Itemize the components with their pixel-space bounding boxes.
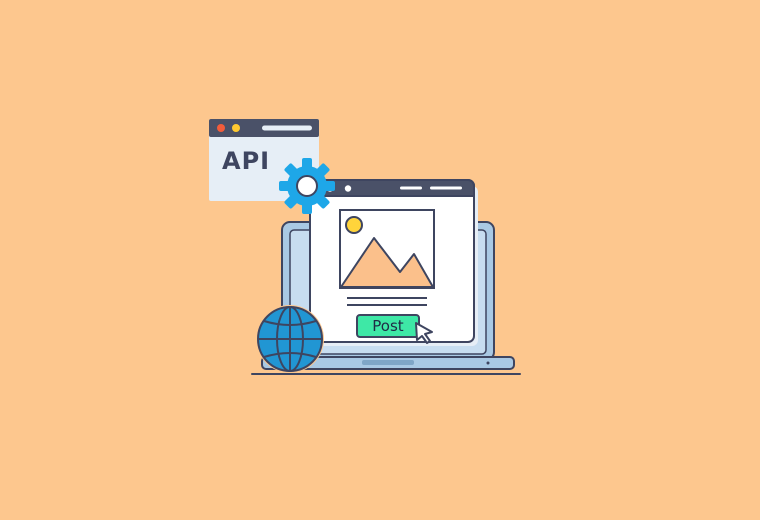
gear-icon <box>279 158 335 214</box>
api-dot-red <box>217 124 225 132</box>
globe-icon <box>256 305 324 373</box>
sun-icon <box>345 216 363 234</box>
post-button[interactable]: Post <box>356 314 420 338</box>
laptop-notch <box>362 360 414 365</box>
mountain-icon <box>340 237 434 288</box>
text-line-2 <box>347 304 427 306</box>
browser-dot-2 <box>344 185 352 192</box>
laptop-status-dot <box>486 361 490 365</box>
api-title-line <box>262 125 312 131</box>
api-dot-yellow <box>232 124 240 132</box>
browser-window: Post <box>309 179 478 346</box>
api-window-label: API <box>222 147 270 175</box>
text-line-1 <box>347 297 427 299</box>
browser-bar-line-1 <box>400 186 422 190</box>
post-button-label: Post <box>372 317 404 335</box>
cursor-icon <box>415 322 433 344</box>
browser-bar-line-2 <box>430 186 462 190</box>
image-placeholder-icon <box>339 209 435 289</box>
